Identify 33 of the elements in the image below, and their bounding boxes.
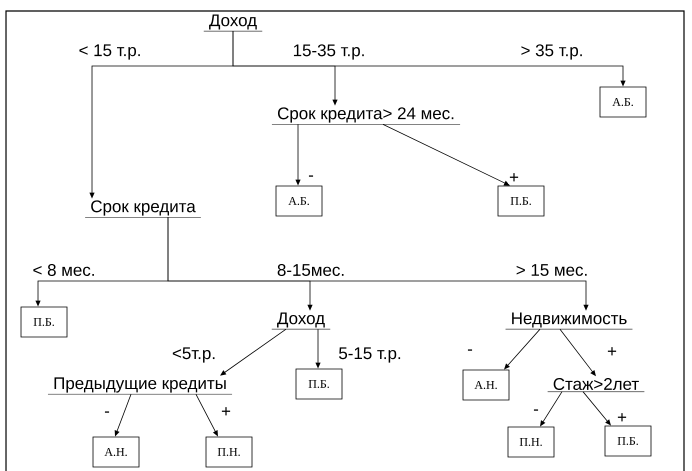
edge-label: 15-35 т.р. xyxy=(292,43,366,61)
edge-label: > 35 т.р. xyxy=(520,43,584,61)
edge-label: < 8 мес. xyxy=(32,263,96,277)
leaf-box: А.Б. xyxy=(276,186,322,216)
edge-label: + xyxy=(606,346,618,358)
leaf-box: А.Н. xyxy=(462,370,510,400)
underlined-heading: Предыдущие кредиты xyxy=(48,377,232,395)
leaf-box: А.Н. xyxy=(92,436,140,468)
underlined-heading: Доход xyxy=(271,312,331,330)
underlined-heading: Доход xyxy=(203,14,263,32)
edge-label: - xyxy=(466,348,474,356)
leaf-box: П.Б. xyxy=(498,186,544,216)
edge-label: 5-15 т.р. xyxy=(337,346,403,364)
underlined-heading: Недвижимость xyxy=(505,312,633,330)
edge-label: < 15 т.р. xyxy=(78,43,142,61)
edge-label: - xyxy=(103,410,111,418)
leaf-box: П.Б. xyxy=(296,368,342,400)
underlined-heading: Срок кредита xyxy=(84,200,202,218)
edge-label: - xyxy=(532,408,540,416)
edge-label: 8-15мес. xyxy=(276,263,346,277)
leaf-box: А.Б. xyxy=(600,86,646,118)
underlined-heading: Стаж>2лет xyxy=(547,378,645,392)
edge-label: > 15 мес. xyxy=(514,263,590,277)
edge-label: + xyxy=(220,406,232,418)
leaf-box: П.Н. xyxy=(508,426,554,458)
leaf-box: П.Н. xyxy=(206,436,252,468)
underlined-heading: Срок кредита> 24 мес. xyxy=(272,107,460,125)
edge-label: + xyxy=(508,172,520,184)
leaf-box: П.Б. xyxy=(604,426,652,456)
edge-label: + xyxy=(616,412,628,424)
edge-label: <5т.р. xyxy=(171,346,218,364)
leaf-box: П.Б. xyxy=(20,306,68,338)
edge-label: - xyxy=(307,174,315,182)
